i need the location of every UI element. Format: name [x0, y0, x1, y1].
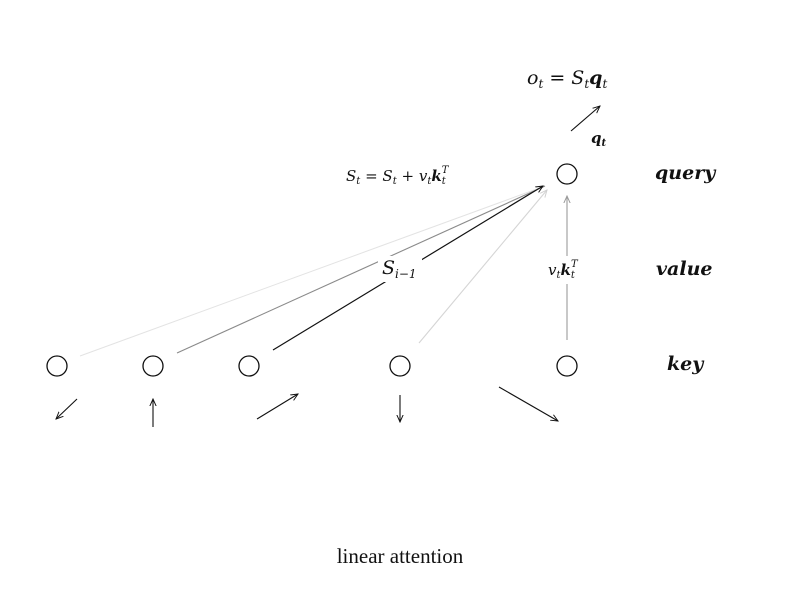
key-vector-1	[56, 398, 78, 419]
edge-key1-query	[79, 185, 546, 357]
output-arrow	[570, 106, 600, 132]
vk-label-bg	[546, 256, 588, 284]
diagram-caption: linear attention	[337, 544, 464, 568]
key-vector-3	[256, 394, 298, 420]
prev-state-label: Si−1	[382, 257, 417, 281]
edge-key2-query	[176, 185, 546, 354]
key-node-5	[556, 355, 578, 377]
vk-label: vtktT	[548, 259, 579, 281]
row-label-query: query	[655, 162, 717, 184]
key-node-2	[142, 355, 164, 377]
key-node-4	[389, 355, 411, 377]
key-node-3	[238, 355, 260, 377]
query-node	[556, 163, 578, 185]
row-label-key: key	[667, 353, 705, 375]
q-label: qt	[591, 129, 607, 149]
edge-key4-query	[418, 190, 547, 344]
output-formula: ot = Stqt	[527, 67, 607, 91]
state-update-formula: St = St + vtktT	[346, 165, 450, 187]
prev-state-label-bg	[378, 256, 422, 282]
key-vector-5	[498, 386, 558, 421]
key-node-1	[46, 355, 68, 377]
row-label-value: value	[656, 258, 712, 280]
